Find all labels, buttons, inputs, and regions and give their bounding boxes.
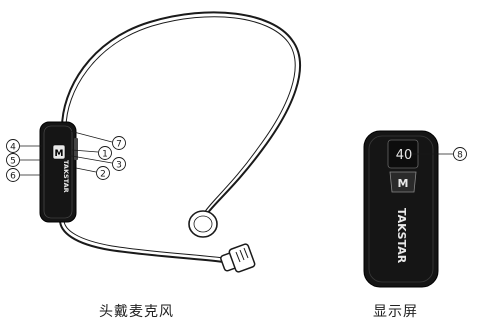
svg-text:1: 1 <box>102 150 108 160</box>
headset-callouts: 4 5 6 7 1 3 2 <box>6 136 126 182</box>
callout-4: 4 <box>6 139 20 153</box>
lower-cable-inner <box>63 219 225 259</box>
display-m-button <box>389 171 417 193</box>
headband-wire-inner <box>65 16 296 217</box>
callout-1: 1 <box>98 146 112 160</box>
display-brand-text: TAKSTAR <box>395 208 408 264</box>
svg-text:4: 4 <box>10 143 16 153</box>
mic-capsule <box>188 210 218 238</box>
headset-caption: 头戴麦克风 <box>99 304 174 320</box>
display-caption: 显示屏 <box>373 304 418 320</box>
callout-5: 5 <box>6 153 20 167</box>
svg-text:7: 7 <box>116 140 122 150</box>
svg-text:2: 2 <box>100 170 106 180</box>
callout-7: 7 <box>112 136 126 150</box>
headset-transmitter: M TAKSTAR <box>39 121 78 223</box>
svg-text:6: 6 <box>10 172 16 182</box>
callout-6: 6 <box>6 168 20 182</box>
callout-8: 8 <box>453 147 467 161</box>
headset-m-button <box>52 144 66 160</box>
svg-text:8: 8 <box>457 151 463 161</box>
svg-text:5: 5 <box>10 157 16 167</box>
display-readout: 40 <box>396 148 413 163</box>
headset-m-button-label: M <box>55 149 64 159</box>
headband-wire <box>61 11 301 219</box>
display-unit: 40 M TAKSTAR <box>363 130 439 288</box>
callout-2: 2 <box>96 166 110 180</box>
mic-capsule-inner <box>193 215 213 233</box>
callout-3: 3 <box>112 157 126 171</box>
cable-connector <box>220 243 256 273</box>
lower-cable <box>59 219 225 263</box>
headset-leaders <box>20 130 113 176</box>
svg-text:3: 3 <box>116 161 122 171</box>
display-m-button-label: M <box>398 177 409 190</box>
headset-brand-text: TAKSTAR <box>62 160 70 193</box>
